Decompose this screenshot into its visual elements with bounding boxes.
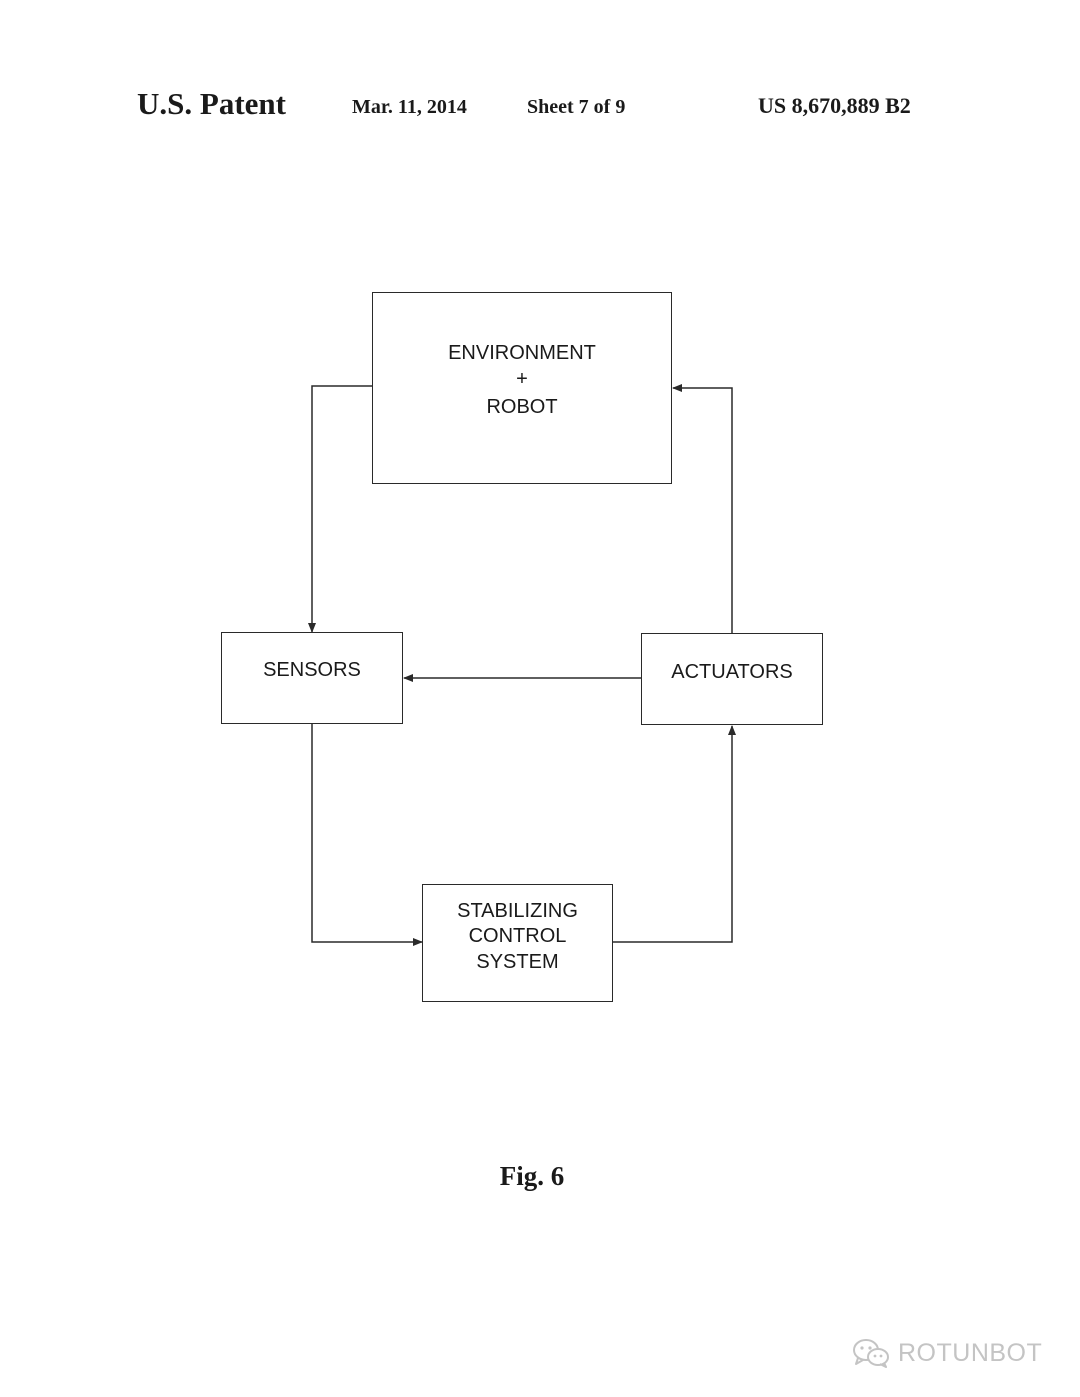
patent-date: Mar. 11, 2014 (352, 96, 467, 118)
watermark-text: ROTUNBOT (898, 1338, 1043, 1367)
stabilizing-label: STABILIZING (457, 899, 578, 922)
plus-sign: + (516, 367, 528, 390)
patent-number: US 8,670,889 B2 (758, 93, 911, 118)
figure-label: Fig. 6 (499, 1161, 565, 1191)
sheet-number: Sheet 7 of 9 (527, 96, 626, 118)
control-label: CONTROL (468, 925, 567, 948)
arrow-sensors-to-stabilizing (311, 724, 423, 946)
robot-label: ROBOT (486, 395, 558, 418)
environment-label: ENVIRONMENT (448, 342, 596, 364)
arrow-actuators-to-environment (672, 384, 733, 633)
patent-label: U.S. Patent (137, 86, 286, 121)
arrow-environment-to-sensors (308, 385, 372, 633)
actuators-label: ACTUATORS (671, 661, 793, 684)
arrow-stabilizing-to-actuators (613, 725, 736, 943)
actuators-box: ACTUATORS (641, 633, 823, 725)
watermark: ROTUNBOT (852, 1338, 1042, 1368)
wechat-icon (853, 1339, 889, 1368)
system-label: SYSTEM (476, 950, 559, 973)
stabilizing-control-system-box: STABILIZING CONTROL SYSTEM (422, 884, 613, 1002)
sensors-label: SENSORS (263, 659, 361, 682)
environment-robot-box: ENVIRONMENT + ROBOT (372, 292, 672, 484)
sensors-box: SENSORS (221, 632, 403, 724)
